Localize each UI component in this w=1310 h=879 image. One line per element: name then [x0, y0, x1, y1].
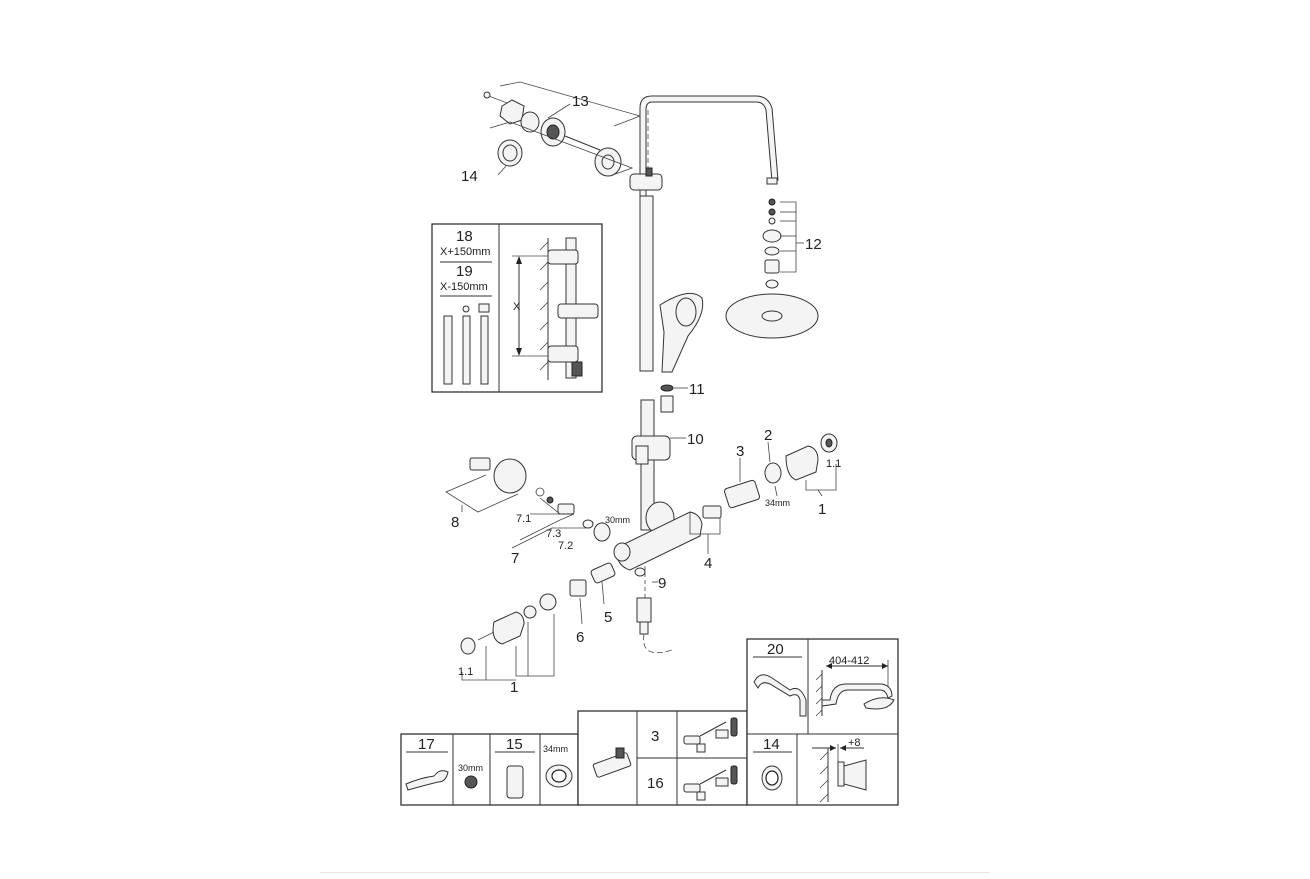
label-8: 8 [451, 514, 459, 531]
label-2: 2 [764, 427, 772, 444]
label-34mm-right: 34mm [765, 498, 790, 508]
rail-length-inset [431, 223, 603, 393]
shower-column [629, 95, 779, 373]
label-1-1-right: 1.1 [826, 458, 841, 470]
slider-and-hose-nut [631, 384, 688, 531]
label-19-dimension: X-150mm [440, 281, 488, 293]
accessory-box-17-15 [400, 733, 579, 806]
label-1-1-left: 1.1 [458, 666, 473, 678]
left-inlet-parts [445, 457, 611, 549]
accessory-box-20-14 [746, 638, 899, 806]
label-15-dimension: 34mm [543, 744, 568, 754]
label-7: 7 [511, 550, 519, 567]
label-11: 11 [689, 381, 705, 398]
head-shower [725, 198, 819, 339]
label-7-2: 7.2 [558, 540, 573, 552]
label-14-box: 14 [763, 736, 780, 753]
label-30mm: 30mm [605, 515, 630, 525]
label-3: 3 [736, 443, 744, 460]
left-handle-parts [460, 562, 616, 681]
label-1-right: 1 [818, 501, 826, 518]
label-10: 10 [687, 431, 704, 448]
label-9: 9 [658, 575, 666, 592]
accessory-box-3-16 [577, 710, 748, 806]
label-7-3: 7.3 [546, 528, 561, 540]
label-15: 15 [506, 736, 523, 753]
label-1-left: 1 [510, 679, 518, 696]
footer-divider [320, 872, 990, 873]
label-4: 4 [704, 555, 712, 572]
label-13: 13 [572, 93, 589, 110]
label-18-dimension: X+150mm [440, 246, 490, 258]
label-14: 14 [461, 168, 478, 185]
label-3-box: 3 [651, 728, 659, 745]
label-5: 5 [604, 609, 612, 626]
label-18: 18 [456, 228, 473, 245]
label-reach-dimension: 404-412 [829, 655, 869, 667]
label-offset-dimension: +8 [848, 737, 861, 749]
label-7-1: 7.1 [516, 513, 531, 525]
thermostat-body [613, 501, 703, 654]
label-12: 12 [805, 236, 822, 253]
label-20: 20 [767, 641, 784, 658]
right-handle-parts [689, 433, 838, 554]
label-17-dimension: 30mm [458, 763, 483, 773]
label-17: 17 [418, 736, 435, 753]
label-16: 16 [647, 775, 664, 792]
label-x-dimension: X [513, 301, 521, 313]
wall-bracket-assembly [483, 81, 642, 177]
label-6: 6 [576, 629, 584, 646]
label-19: 19 [456, 263, 473, 280]
